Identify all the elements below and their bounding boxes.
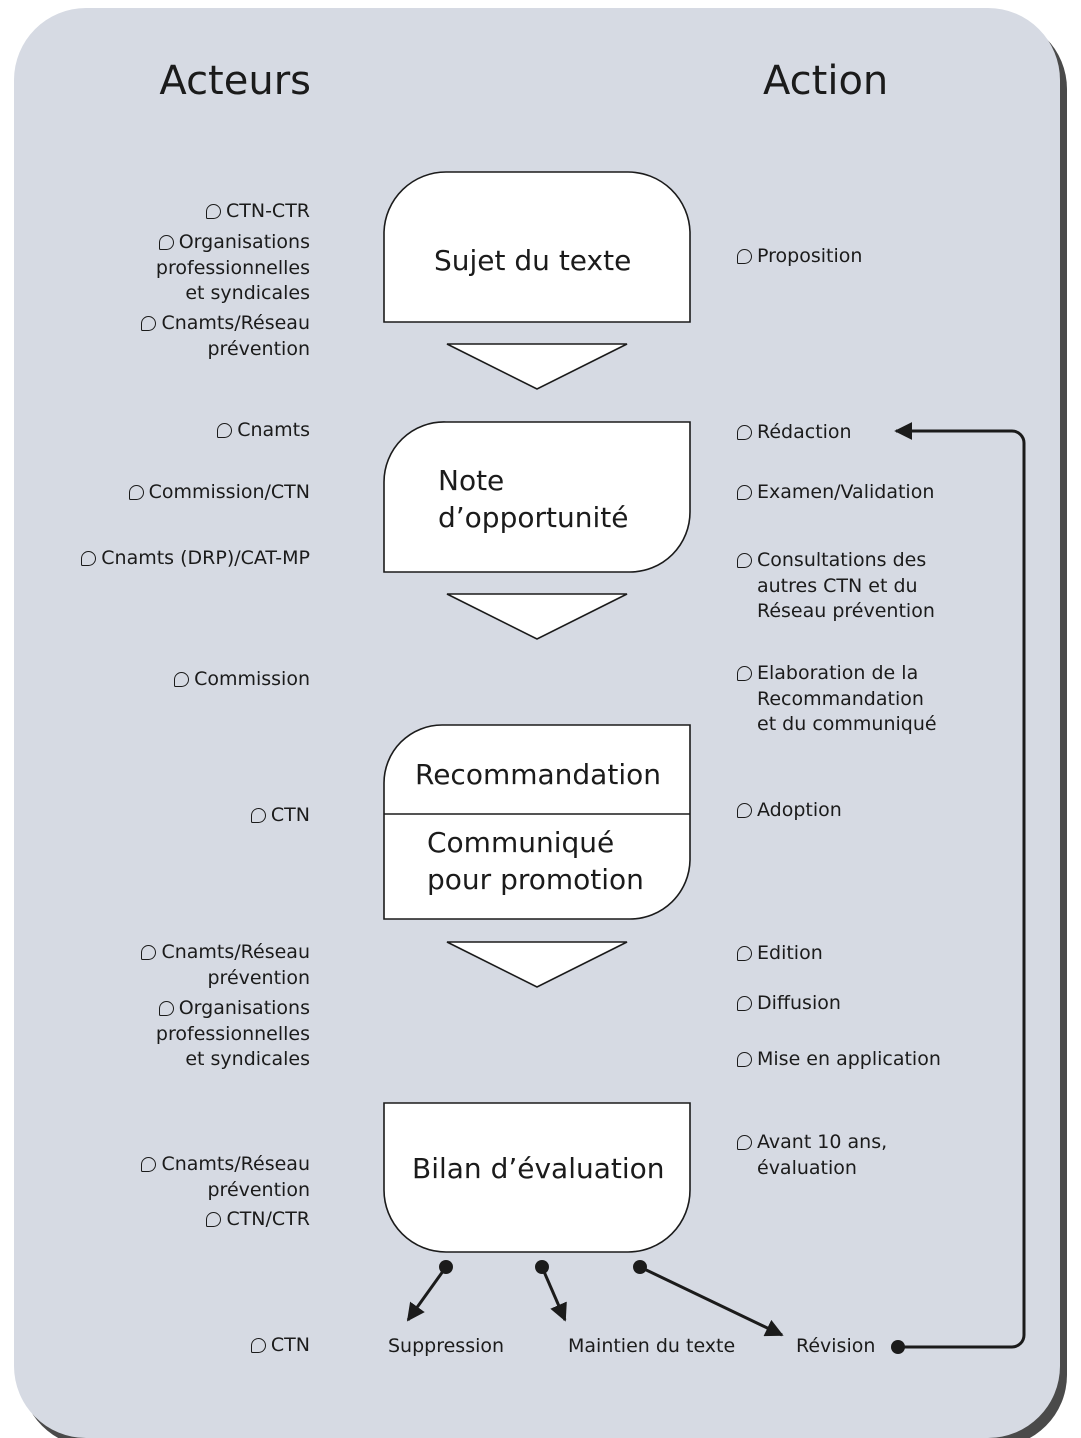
arrow-to-revision: [639, 1265, 784, 1337]
stage-title-communique: Communiqué pour promotion: [427, 826, 644, 896]
bullet-icon: [158, 1001, 174, 1016]
actor-label: CTN: [250, 803, 310, 829]
actor-label: Cnamts/Réseau prévention: [141, 940, 310, 991]
actor-label: CTN-CTR: [205, 199, 310, 225]
action-label: Examen/Validation: [737, 480, 934, 506]
bullet-icon: [737, 1135, 752, 1150]
actor-label: Cnamts/Réseau prévention: [141, 311, 310, 362]
bullet-icon: [737, 946, 752, 961]
action-label: Mise en application: [737, 1047, 941, 1073]
action-label: Avant 10 ans, évaluation: [737, 1130, 887, 1181]
bullet-icon: [737, 1052, 752, 1067]
actor-label: CTN/CTR: [206, 1207, 310, 1233]
actors-header: Acteurs: [159, 58, 311, 104]
action-header: Action: [763, 58, 889, 104]
actor-label: CTN: [250, 1333, 310, 1359]
bullet-icon: [737, 996, 752, 1011]
action-label: Proposition: [737, 244, 862, 270]
actor-label: Commission/CTN: [128, 480, 310, 506]
action-label: Elaboration de la Recommandation et du c…: [737, 661, 937, 738]
bullet-icon: [217, 423, 233, 438]
actor-label: Organisations professionnelles et syndic…: [155, 231, 310, 304]
bullet-icon: [141, 1157, 157, 1172]
bullet-icon: [737, 425, 752, 440]
stage-box-sujet: [383, 171, 691, 323]
chevron-down-icon: [446, 941, 628, 988]
stage-title-bilan: Bilan d’évaluation: [412, 1152, 665, 1185]
actor-label: Cnamts/Réseau prévention: [141, 1152, 310, 1203]
stage-box-recommandation: [383, 724, 691, 920]
stage-box-note: [383, 421, 691, 573]
chevron-down-icon: [446, 593, 628, 640]
bullet-icon: [141, 945, 157, 960]
bullet-icon: [158, 235, 174, 250]
bullet-icon: [737, 666, 752, 681]
feedback-loop-arrow: [894, 422, 1026, 1349]
actor-label: Cnamts: [217, 418, 310, 444]
action-label: Consultations des autres CTN et du Résea…: [737, 548, 935, 625]
stage-title-recommandation: Recommandation: [415, 758, 661, 791]
outcome-suppression: Suppression: [388, 1335, 505, 1357]
action-label: Diffusion: [737, 991, 841, 1017]
arrow-to-maintien: [540, 1266, 567, 1322]
bullet-icon: [128, 485, 144, 500]
bullet-icon: [737, 553, 752, 568]
bullet-icon: [250, 808, 266, 823]
bullet-icon: [737, 485, 752, 500]
bullet-icon: [737, 249, 752, 264]
stage-title-note: Note d’opportunité: [438, 464, 629, 534]
action-label: Edition: [737, 941, 823, 967]
action-label: Adoption: [737, 798, 842, 824]
bullet-icon: [174, 672, 190, 687]
bullet-icon: [81, 551, 97, 566]
bullet-icon: [206, 1212, 222, 1227]
stage-title-sujet: Sujet du texte: [434, 244, 632, 277]
chevron-down-icon: [446, 343, 628, 390]
bullet-icon: [250, 1338, 266, 1353]
bullet-icon: [141, 316, 157, 331]
action-label: Rédaction: [737, 420, 852, 446]
actor-label: Cnamts (DRP)/CAT-MP: [81, 546, 310, 572]
actor-label: Organisations professionnelles et syndic…: [155, 997, 310, 1070]
bullet-icon: [737, 803, 752, 818]
actor-label: Commission: [174, 667, 310, 693]
bullet-icon: [205, 204, 221, 219]
outcome-revision: Révision: [796, 1335, 876, 1357]
outcome-maintien: Maintien du texte: [568, 1335, 736, 1357]
stage-box-bilan: [383, 1102, 691, 1253]
arrow-to-suppression: [406, 1266, 448, 1322]
